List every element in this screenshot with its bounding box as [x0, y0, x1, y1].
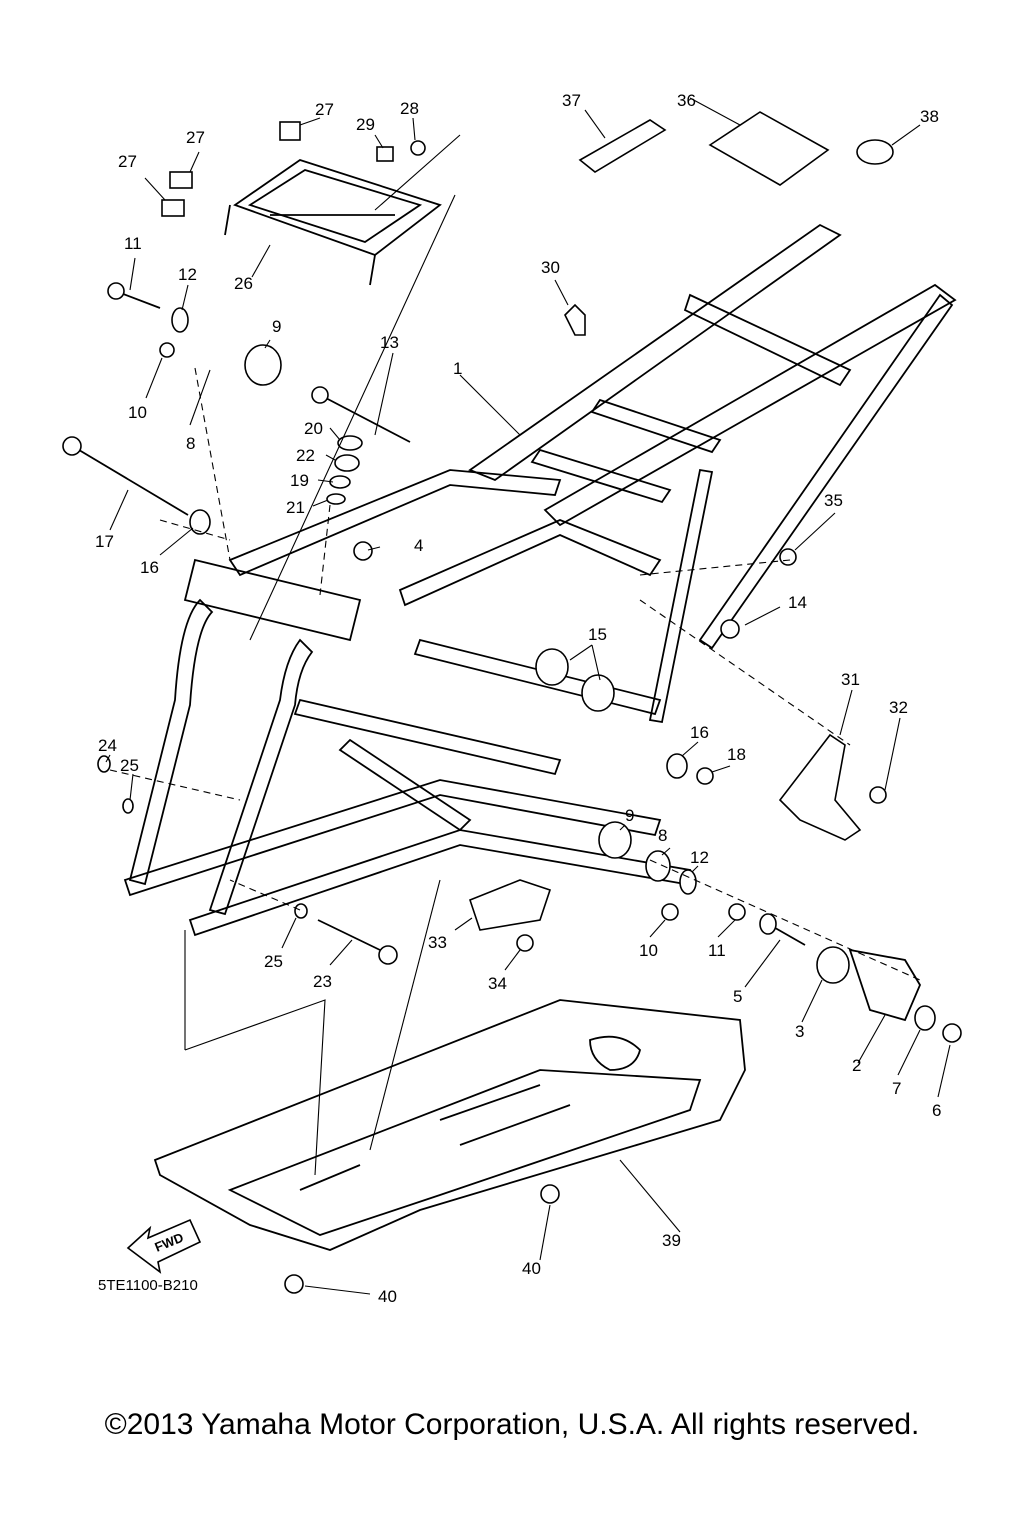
- part-label: 37: [562, 91, 581, 110]
- small-parts: [62, 111, 962, 1294]
- part-label: 28: [400, 99, 419, 118]
- part-label: 30: [541, 258, 560, 277]
- diagram-code: 5TE1100-B210: [98, 1277, 198, 1294]
- part-label: 6: [932, 1101, 941, 1120]
- part-label: 1: [453, 359, 462, 378]
- part-label: 25: [264, 952, 283, 971]
- part-label: 27: [315, 100, 334, 119]
- assembly-lines: [184, 134, 461, 1176]
- leader-lines: [105, 97, 951, 1295]
- part-label: 8: [186, 434, 195, 453]
- frame-exploded-diagram: FWD: [62, 91, 962, 1306]
- part-label: 4: [414, 536, 423, 555]
- part-label: 15: [588, 625, 607, 644]
- part-label: 24: [98, 736, 117, 755]
- part-label: 22: [296, 446, 315, 465]
- part-label: 9: [272, 317, 281, 336]
- part-label: 12: [178, 265, 197, 284]
- part-label: 14: [788, 593, 807, 612]
- part-label: 7: [892, 1079, 901, 1098]
- part-label: 17: [95, 532, 114, 551]
- part-label: 13: [380, 333, 399, 352]
- part-label: 31: [841, 670, 860, 689]
- part-label: 26: [234, 274, 253, 293]
- part-label: 32: [889, 698, 908, 717]
- part-label: 27: [118, 152, 137, 171]
- part-label: 10: [639, 941, 658, 960]
- part-label: 35: [824, 491, 843, 510]
- part-label: 16: [690, 723, 709, 742]
- part-label: 23: [313, 972, 332, 991]
- part-label: 40: [522, 1259, 541, 1278]
- part-label: 20: [304, 419, 323, 438]
- part-label: 2: [852, 1056, 861, 1075]
- part-label: 40: [378, 1287, 397, 1306]
- carrier-bracket: [224, 159, 442, 286]
- part-label: 36: [677, 91, 696, 110]
- part-label: 3: [795, 1022, 804, 1041]
- part-label: 29: [356, 115, 375, 134]
- part-label: 8: [658, 826, 667, 845]
- part-labels: 1 2 3 4 5 6 7 8 8 9 9 10 10 11 11 12 12 …: [95, 91, 941, 1306]
- part-label: 38: [920, 107, 939, 126]
- part-label: 39: [662, 1231, 681, 1250]
- copyright-text: ©2013 Yamaha Motor Corporation, U.S.A. A…: [104, 1408, 920, 1441]
- skid-plate: [153, 999, 746, 1251]
- part-label: 34: [488, 974, 507, 993]
- part-label: 11: [124, 234, 142, 253]
- part-label: 9: [625, 806, 634, 825]
- part-label: 5: [733, 987, 742, 1006]
- part-label: 33: [428, 933, 447, 952]
- fwd-arrow: FWD: [126, 1218, 202, 1274]
- assembly-dashed-lines: [109, 367, 921, 981]
- part-label: 19: [290, 471, 309, 490]
- part-label: 18: [727, 745, 746, 764]
- part-label: 25: [120, 756, 139, 775]
- part-label: 11: [708, 941, 726, 960]
- part-label: 21: [286, 498, 305, 517]
- part-label: 10: [128, 403, 147, 422]
- part-label: 27: [186, 128, 205, 147]
- part-label: 12: [690, 848, 709, 867]
- footrest-bracket: [848, 948, 922, 1022]
- part-label: 16: [140, 558, 159, 577]
